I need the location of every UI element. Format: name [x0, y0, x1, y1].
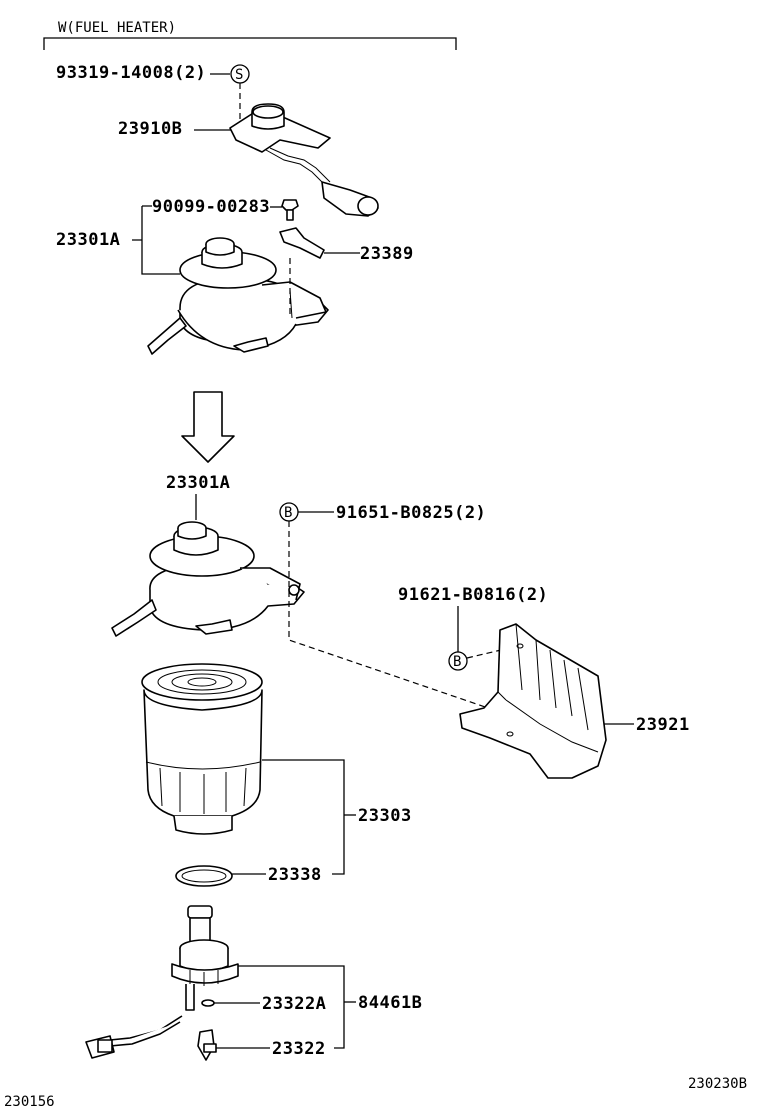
- label-23301A-top[interactable]: 23301A: [56, 230, 120, 250]
- label-23910B[interactable]: 23910B: [118, 119, 182, 139]
- o-ring-23322A-drawing: [201, 999, 215, 1007]
- dash-91651: [288, 521, 495, 711]
- b-marker-bottom-icon: B: [448, 651, 468, 671]
- label-23303[interactable]: 23303: [358, 806, 412, 826]
- svg-text:S: S: [235, 67, 243, 83]
- bolt-90099-drawing: [281, 199, 299, 221]
- label-23322[interactable]: 23322: [272, 1039, 326, 1059]
- leader-23301A-top: [132, 205, 180, 275]
- label-23921[interactable]: 23921: [636, 715, 690, 735]
- condition-label: W(FUEL HEATER): [58, 20, 176, 36]
- sensor-23910B-drawing: [229, 103, 379, 217]
- label-84461B[interactable]: 84461B: [358, 993, 422, 1013]
- filter-cartridge-23303-drawing: [141, 663, 263, 835]
- s-marker-icon: S: [230, 64, 250, 84]
- bracket-23921-drawing: [459, 623, 607, 779]
- leader-23303: [262, 759, 345, 875]
- label-91621[interactable]: 91621-B0816(2): [398, 585, 548, 605]
- filter-head-mid-drawing: [111, 521, 305, 637]
- b-marker-top-icon: B: [279, 502, 299, 522]
- label-93319[interactable]: 93319-14008(2): [56, 63, 206, 83]
- label-23301A-mid[interactable]: 23301A: [166, 473, 230, 493]
- o-ring-23338-drawing: [175, 865, 233, 887]
- plug-23322-drawing: [197, 1029, 217, 1061]
- svg-text:B: B: [284, 505, 292, 521]
- footer-left-code: 230156: [4, 1094, 55, 1110]
- condition-bracket: [43, 37, 457, 50]
- label-91651[interactable]: 91651-B0825(2): [336, 503, 486, 523]
- svg-text:B: B: [453, 654, 461, 670]
- filter-head-top-drawing: [147, 237, 329, 355]
- label-23322A[interactable]: 23322A: [262, 994, 326, 1014]
- bracket-23389-drawing: [279, 227, 325, 259]
- footer-right-code: 230230B: [688, 1076, 747, 1092]
- label-23389[interactable]: 23389: [360, 244, 414, 264]
- sensor-84461B-drawing: [85, 905, 239, 1059]
- label-90099[interactable]: 90099-00283: [152, 197, 270, 217]
- down-arrow-icon: [181, 391, 235, 463]
- label-23338[interactable]: 23338: [268, 865, 322, 885]
- leader-84461B: [238, 965, 345, 1049]
